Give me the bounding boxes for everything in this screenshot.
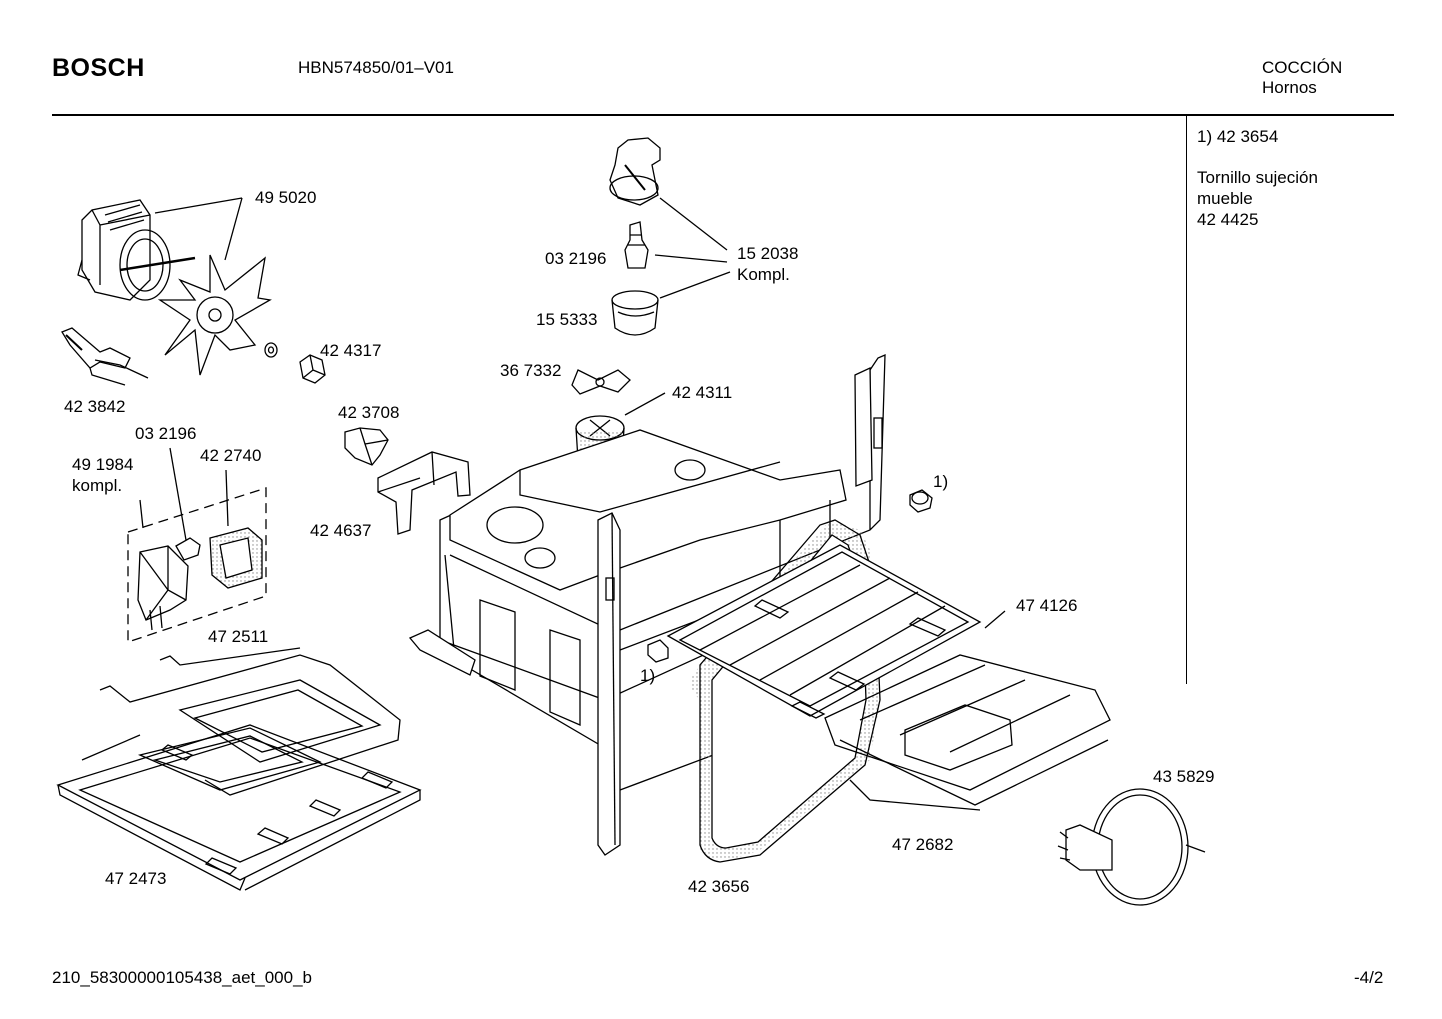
module-gasket-part <box>209 527 263 589</box>
label-36-7332: 36 7332 <box>500 361 562 380</box>
label-47-2511: 47 2511 <box>208 627 269 646</box>
side-note-line2: mueble <box>1197 189 1253 208</box>
lamp-cover-part <box>611 290 659 336</box>
wire-grid-part <box>824 654 1111 811</box>
label-42-3708: 42 3708 <box>338 403 400 422</box>
module-kit-outline <box>127 487 267 643</box>
lamp-holder-module-part <box>137 545 189 631</box>
shelf-rack-part <box>666 544 982 719</box>
header-divider <box>52 114 1394 116</box>
label-42-4317: 42 4317 <box>320 341 382 360</box>
label-43-5829: 43 5829 <box>1153 767 1215 786</box>
side-note-part-number: 42 4425 <box>1197 210 1259 229</box>
label-47-2682: 47 2682 <box>892 835 954 854</box>
page-number: -4/2 <box>1354 968 1384 987</box>
door-switch-part <box>344 427 389 466</box>
label-42-3656: 42 3656 <box>688 877 750 896</box>
motor-bracket-part <box>61 327 149 386</box>
ring-heating-element-part <box>1057 788 1206 906</box>
screw-part-left <box>647 639 669 663</box>
label-15-2038: 15 2038 <box>737 244 799 263</box>
label-footnote-ref-left: 1) <box>640 666 656 685</box>
washer-part <box>264 342 278 358</box>
side-divider <box>1186 116 1187 684</box>
baking-tray-part <box>56 724 422 891</box>
fan-impeller-part <box>157 254 272 376</box>
fan-motor-part <box>77 199 196 301</box>
lamp-socket-part <box>609 137 661 206</box>
label-kompl-module: kompl. <box>72 476 123 495</box>
category: COCCIÓN <box>1262 58 1343 77</box>
nut-part <box>299 354 326 384</box>
label-footnote-ref-right: 1) <box>933 472 949 491</box>
side-note-line1: Tornillo sujeción <box>1197 168 1318 187</box>
label-49-5020: 49 5020 <box>255 188 317 207</box>
label-47-2473: 47 2473 <box>105 869 167 888</box>
label-kompl-lamp: Kompl. <box>737 265 790 284</box>
lamp-support-part <box>571 369 631 395</box>
document-id: 210_58300000105438_aet_000_b <box>52 968 312 987</box>
module-bulb-part <box>175 537 201 561</box>
mounting-bracket-part <box>377 451 471 535</box>
lamp-bulb-part <box>624 221 649 269</box>
label-15-5333: 15 5333 <box>536 310 598 329</box>
model-number: HBN574850/01–V01 <box>298 58 454 77</box>
grill-heating-element-part <box>81 647 401 796</box>
label-42-3842: 42 3842 <box>64 397 126 416</box>
brand-logo: BOSCH <box>52 54 145 82</box>
label-03-2196-lamp: 03 2196 <box>545 249 607 268</box>
label-42-4311: 42 4311 <box>672 383 733 402</box>
footnote-ref: 1) 42 3654 <box>1197 127 1279 146</box>
label-47-4126: 47 4126 <box>1016 596 1078 615</box>
label-03-2196-module: 03 2196 <box>135 424 197 443</box>
label-49-1984: 49 1984 <box>72 455 134 474</box>
label-42-2740: 42 2740 <box>200 446 262 465</box>
screw-part-right <box>909 489 933 513</box>
subcategory: Hornos <box>1262 78 1317 97</box>
label-42-4637: 42 4637 <box>310 521 372 540</box>
